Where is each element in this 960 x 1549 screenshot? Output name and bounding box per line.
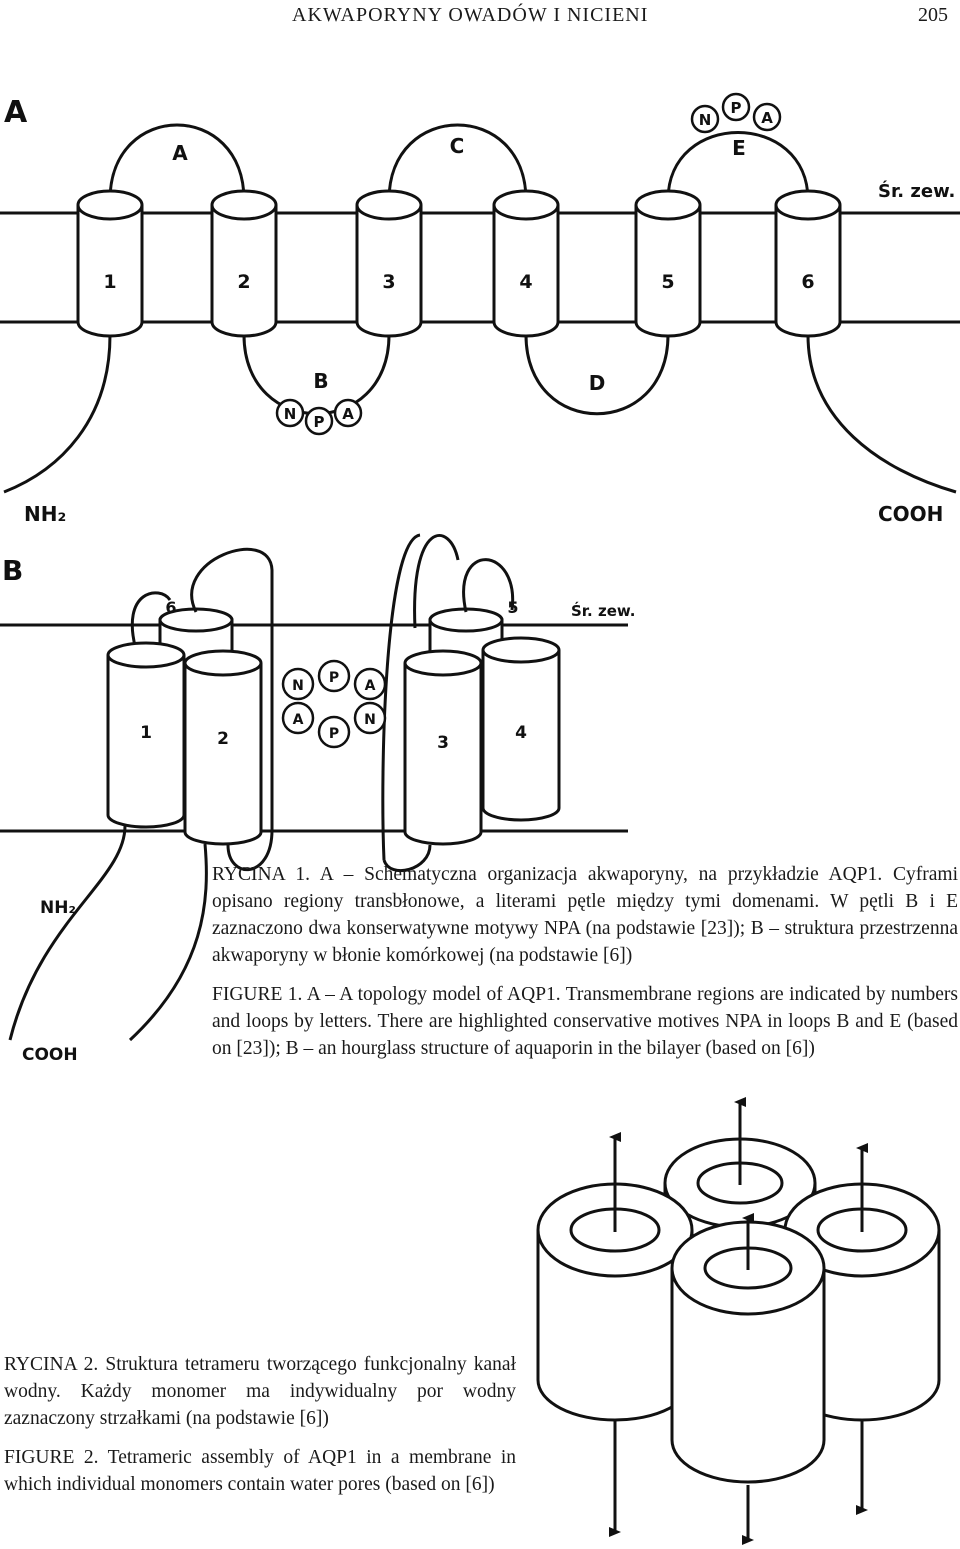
- npa-circles-a: [275, 92, 782, 436]
- motif-letter: N: [292, 678, 304, 694]
- loop-bottom-3: [382, 844, 432, 873]
- helix-1: [76, 205, 144, 338]
- motif-letter: P: [329, 726, 339, 742]
- loop-d: [524, 334, 670, 416]
- helix-label: 3: [382, 271, 395, 293]
- motif-letter: P: [731, 99, 742, 117]
- motif-letter: A: [761, 109, 773, 127]
- motif-letter: P: [329, 670, 339, 686]
- helix-2: [210, 205, 278, 338]
- helix-label: 2: [237, 271, 250, 293]
- motif-letter: P: [314, 413, 325, 431]
- helix-1: [106, 655, 186, 829]
- helix-label: 1: [140, 723, 152, 743]
- figure2-caption-en: FIGURE 2. Tetrameric assembly of AQP1 in…: [4, 1447, 516, 1495]
- motif-letter: N: [699, 111, 712, 129]
- c-terminus-label: COOH: [878, 502, 943, 526]
- loop-link-5: [413, 534, 460, 629]
- figure2-caption-pl: RYCINA 2. Struktura tetrameru tworzącego…: [4, 1354, 516, 1429]
- extracellular-label: Śr. zew.: [571, 601, 635, 620]
- panel-a-label: A: [4, 95, 28, 130]
- monomer-front: [670, 1268, 826, 1484]
- figure2-tetramer: [536, 1097, 941, 1545]
- page-number: 205: [918, 4, 948, 26]
- n-terminus-tail: [3, 334, 112, 494]
- helix-label: 5: [661, 271, 674, 293]
- n-terminus-label: NH₂: [24, 502, 66, 526]
- helix-label: 2: [217, 729, 229, 749]
- n-terminus-label: NH₂: [40, 898, 76, 918]
- helix-label: 6: [165, 598, 176, 617]
- c-terminus-tail: [128, 843, 208, 1042]
- figure1-panel-a: A: [0, 92, 960, 494]
- loop-c: [387, 123, 528, 201]
- helix-3: [355, 205, 423, 338]
- motif-letter: A: [293, 712, 304, 728]
- loop-label: E: [732, 136, 746, 160]
- extracellular-label: Śr. zew.: [878, 180, 955, 202]
- motif-letter: N: [364, 712, 376, 728]
- running-header: AKWAPORYNY OWADÓW I NICIENI: [292, 4, 649, 26]
- helix-label: 4: [515, 723, 527, 743]
- loop-label: C: [450, 134, 465, 158]
- c-terminus-tail: [806, 334, 957, 494]
- n-terminus-tail: [8, 825, 127, 1041]
- loop-e: [666, 131, 810, 201]
- loop-back-5: [381, 533, 421, 861]
- helix-4: [492, 205, 560, 338]
- figure1-caption-pl: RYCINA 1. A – Schematyczna organizacja a…: [212, 864, 958, 966]
- loop-bottom-2: [226, 829, 274, 871]
- loop-a: [108, 123, 246, 201]
- panel-b-labels: 1 2 3 4 6 5 N P A A P N: [140, 598, 527, 753]
- helix-5: [634, 205, 702, 338]
- helix-label: 5: [507, 598, 518, 617]
- helix-3: [403, 663, 483, 846]
- helix-4: [481, 650, 561, 822]
- helix-label: 1: [103, 271, 116, 293]
- loop-over-5: [462, 558, 515, 613]
- figure1-caption-en: FIGURE 1. A – A topology model of AQP1. …: [212, 984, 958, 1059]
- loop-label: B: [313, 369, 328, 393]
- figure2-caption: RYCINA 2. Struktura tetrameru tworzącego…: [4, 1351, 516, 1510]
- helix-cylinders-a: [76, 189, 842, 338]
- npa-circles-b: [281, 659, 387, 749]
- helix-6: [774, 205, 842, 338]
- helix-label: 4: [519, 271, 532, 293]
- figure1-panel-b: B: [0, 533, 628, 1042]
- helix-label: 3: [437, 733, 449, 753]
- loop-label: A: [172, 141, 188, 165]
- loop-label: D: [589, 371, 606, 395]
- motif-letter: N: [284, 405, 297, 423]
- helix-2: [183, 663, 263, 846]
- figure1-caption: RYCINA 1. A – Schematyczna organizacja a…: [212, 861, 958, 1074]
- motif-letter: A: [342, 405, 354, 423]
- panel-b-label: B: [2, 554, 23, 587]
- panel-a-labels: 1 2 3 4 5 6 A B C D E N P A N P A: [103, 99, 814, 431]
- c-terminus-label: COOH: [22, 1045, 78, 1065]
- loop-link-6: [130, 591, 172, 651]
- pore-arrows: [609, 1097, 868, 1545]
- motif-letter: A: [365, 678, 376, 694]
- helix-label: 6: [801, 271, 814, 293]
- loop-over-6: [190, 547, 274, 830]
